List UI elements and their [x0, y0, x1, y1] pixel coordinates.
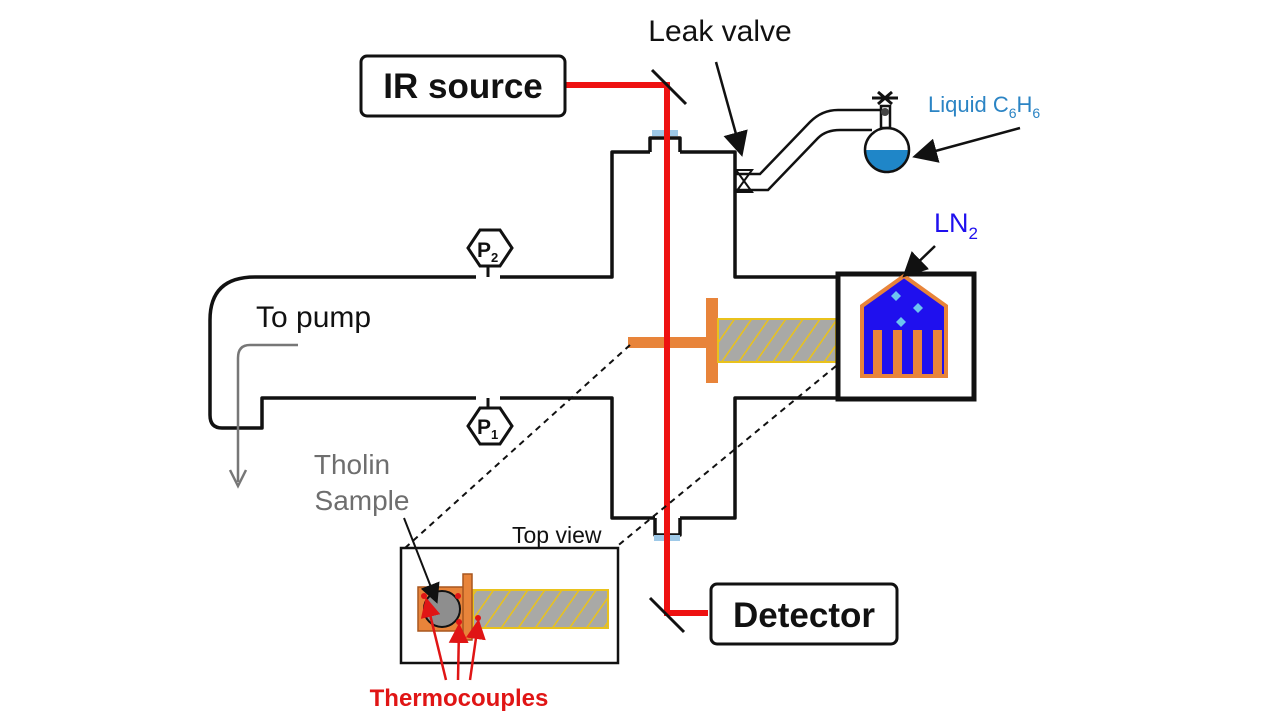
ir-source-label: IR source — [383, 67, 543, 106]
projection-lines — [404, 344, 837, 549]
tholin-label-line2: Sample — [315, 485, 410, 516]
mirror-bottom — [648, 596, 686, 634]
ir-source-box — [359, 54, 567, 118]
top-view-label: Top view — [512, 522, 602, 548]
thermocouple-arrows — [420, 597, 486, 681]
thermocouples-label: Thermocouples — [370, 685, 549, 712]
gauge-p2-label: P2 — [477, 239, 498, 265]
gauge-p1: P1 — [466, 398, 514, 446]
gas-tubing — [735, 108, 884, 192]
ln2-label: LN2 — [934, 208, 978, 243]
detector-box — [709, 582, 899, 646]
pump-arrow — [236, 343, 298, 482]
to-pump-label: To pump — [256, 301, 371, 334]
tholin-label-line1: Tholin — [314, 449, 390, 480]
leak-valve-label: Leak valve — [648, 15, 791, 48]
tholin-arrow — [403, 517, 440, 604]
ln2-arrow — [902, 245, 936, 278]
copper-flange — [706, 298, 718, 383]
detector-label: Detector — [733, 596, 875, 635]
liquid-arrow — [912, 126, 1021, 163]
gauge-p2: P2 — [466, 228, 514, 277]
liquid-c6h6-label: Liquid C6H6 — [928, 92, 1040, 121]
gauge-p1-label: P1 — [477, 416, 498, 442]
pump-arrow-head — [228, 469, 248, 489]
ir-beam — [566, 82, 708, 616]
leak-valve-arrow — [714, 61, 748, 157]
liquid-flask — [863, 90, 911, 174]
ln2-reservoir — [860, 273, 948, 378]
hatched-rod — [717, 318, 837, 363]
mirror-top — [650, 68, 688, 106]
